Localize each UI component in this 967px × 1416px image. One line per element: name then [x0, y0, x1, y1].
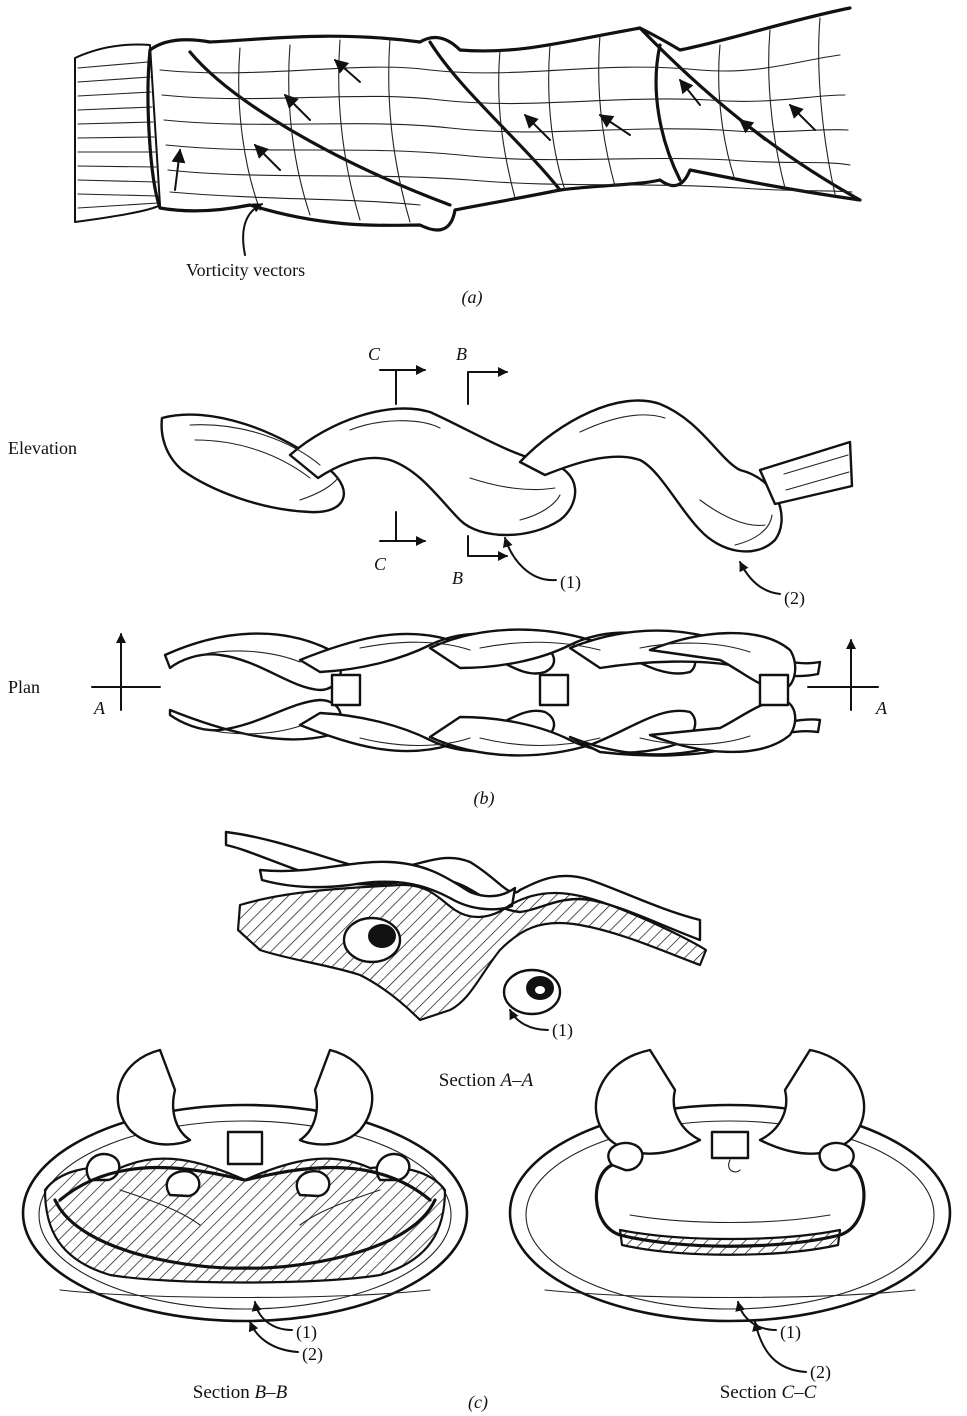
caption-b: (b): [474, 788, 495, 809]
section-bb-caption-ref: B–B: [255, 1382, 288, 1403]
section-b-top: B: [456, 344, 467, 364]
section-cc-callout-2: (2): [810, 1362, 831, 1383]
section-cc-caption-prefix: Section: [720, 1382, 782, 1403]
section-bb-callout-2: (2): [302, 1344, 323, 1365]
section-aa-callout-1: (1): [552, 1020, 573, 1041]
section-a-left: A: [93, 698, 106, 718]
section-aa-caption: Section A–A: [439, 1070, 534, 1091]
section-cc-view: [510, 1050, 950, 1372]
elevation-callout-1: (1): [560, 572, 581, 593]
caption-a: (a): [462, 287, 483, 308]
section-c-bottom: C: [374, 554, 387, 574]
elevation-label: Elevation: [8, 438, 77, 458]
elevation-view: [162, 370, 852, 594]
plan-label: Plan: [8, 677, 40, 697]
section-bb-caption-prefix: Section: [193, 1382, 255, 1403]
section-b-bottom: B: [452, 568, 463, 588]
section-c-top: C: [368, 344, 381, 364]
section-aa-view: [226, 832, 706, 1030]
section-bb-callout-1: (1): [296, 1322, 317, 1343]
section-aa-caption-prefix: Section: [439, 1070, 501, 1091]
section-a-right: A: [875, 698, 888, 718]
caption-c: (c): [468, 1392, 488, 1413]
section-bb-caption: Section B–B: [193, 1382, 288, 1403]
vorticity-vectors-label: Vorticity vectors: [186, 260, 305, 280]
section-cc-caption: Section C–C: [720, 1382, 817, 1403]
section-aa-caption-ref: A–A: [499, 1070, 534, 1091]
elevation-callout-2: (2): [784, 588, 805, 609]
section-cc-callout-1: (1): [780, 1322, 801, 1343]
section-bb-view: [23, 1050, 467, 1352]
section-cc-caption-ref: C–C: [781, 1382, 816, 1403]
plan-view: [92, 630, 878, 756]
panel-a-vortex-sheet: [75, 8, 860, 255]
